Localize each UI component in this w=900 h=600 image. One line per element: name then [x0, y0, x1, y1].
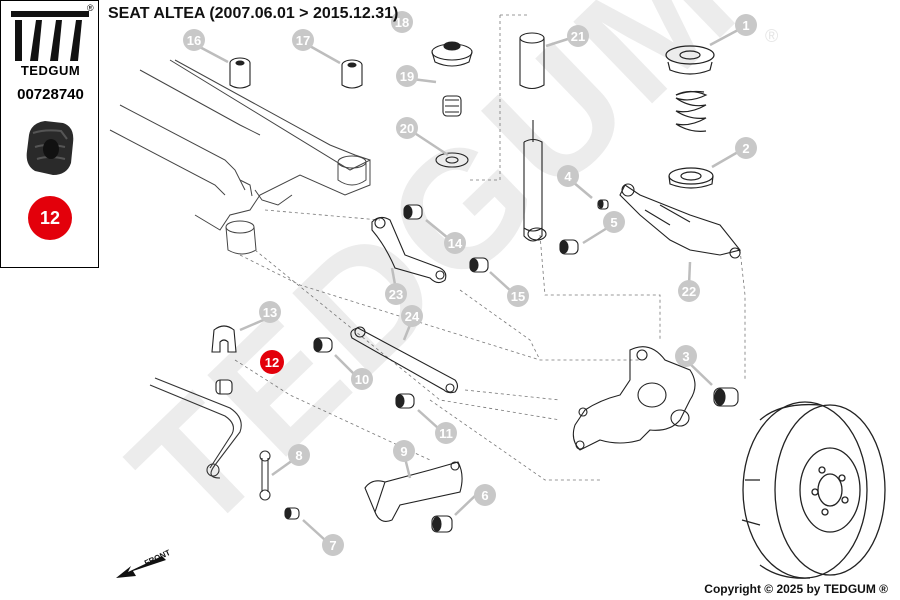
- wheel-carrier: [572, 346, 696, 451]
- brand-name: TEDGUM: [20, 63, 81, 78]
- bushing-10: [313, 337, 333, 353]
- callout-4: 4: [557, 165, 579, 187]
- bracket-13: [211, 325, 237, 353]
- svg-text:24: 24: [405, 309, 420, 324]
- wheel-brake-drum: [741, 401, 886, 579]
- bushing-5: [559, 239, 579, 255]
- svg-text:9: 9: [400, 444, 407, 459]
- page-title: SEAT ALTEA (2007.06.01 > 2015.12.31): [108, 5, 399, 22]
- callout-18: 18: [391, 11, 413, 33]
- callout-13: 13: [259, 301, 281, 323]
- svg-text:6: 6: [481, 488, 488, 503]
- lateral-link: [350, 326, 459, 394]
- bushing-6: [431, 515, 453, 533]
- svg-text:23: 23: [389, 287, 403, 302]
- svg-text:5: 5: [610, 215, 617, 230]
- axle-beam: [109, 59, 371, 255]
- svg-text:14: 14: [448, 236, 463, 251]
- watermark-text: TEDGUM: [96, 0, 773, 565]
- svg-text:4: 4: [564, 169, 572, 184]
- svg-text:10: 10: [355, 372, 369, 387]
- callout-12: 12: [260, 350, 284, 374]
- svg-text:21: 21: [571, 29, 585, 44]
- svg-text:8: 8: [295, 448, 302, 463]
- svg-text:7: 7: [329, 538, 336, 553]
- bushing-4: [597, 199, 609, 210]
- svg-text:19: 19: [400, 69, 414, 84]
- svg-text:1: 1: [742, 18, 749, 33]
- callout-5: 5: [603, 211, 625, 233]
- bushing-16: [229, 57, 251, 89]
- highlight-number-badge: 12: [28, 196, 72, 240]
- front-label: FRONT: [143, 548, 172, 568]
- svg-text:17: 17: [296, 33, 310, 48]
- callout-11: 11: [435, 422, 457, 444]
- svg-text:22: 22: [682, 284, 696, 299]
- callout-3: 3: [675, 345, 697, 367]
- stabilizer-bushing-photo: [26, 121, 74, 175]
- callout-9: 9: [393, 440, 415, 462]
- bushing-15: [469, 257, 489, 273]
- bushing-17: [341, 59, 363, 89]
- coil-spring: [665, 45, 715, 189]
- callout-14: 14: [444, 232, 466, 254]
- bushing-11: [395, 393, 415, 409]
- callout-1: 1: [735, 14, 757, 36]
- callouts: 1 2 3 4 5 6 7 8 9 10 11 12 13 14 15 16 1…: [183, 11, 757, 556]
- callout-20: 20: [396, 117, 418, 139]
- stabilizer-bar: [149, 377, 271, 501]
- callout-19: 19: [396, 65, 418, 87]
- svg-text:20: 20: [400, 121, 414, 136]
- svg-text:15: 15: [511, 289, 525, 304]
- bushing-7: [284, 507, 300, 520]
- bushings: [211, 57, 739, 533]
- tedgum-logo-icon: [11, 11, 89, 61]
- callout-21: 21: [567, 25, 589, 47]
- bushing-14: [403, 204, 423, 220]
- callout-24: 24: [401, 305, 423, 327]
- svg-text:18: 18: [395, 15, 409, 30]
- registered-mark: ®: [87, 3, 94, 13]
- callout-7: 7: [322, 534, 344, 556]
- front-arrow: FRONT: [116, 548, 172, 578]
- lower-control-arm: [364, 461, 463, 522]
- callout-15: 15: [507, 285, 529, 307]
- svg-text:13: 13: [263, 305, 277, 320]
- svg-text:11: 11: [439, 426, 453, 441]
- bushing-12: [215, 379, 233, 395]
- shock-absorber: [431, 32, 547, 242]
- svg-text:3: 3: [682, 349, 689, 364]
- callout-23: 23: [385, 283, 407, 305]
- svg-text:12: 12: [265, 355, 279, 370]
- part-info-panel: ® TEDGUM 00728740 12: [0, 0, 99, 268]
- trailing-link: [371, 216, 447, 284]
- callout-16: 16: [183, 29, 205, 51]
- upper-control-arm: [619, 183, 741, 259]
- callout-2: 2: [735, 137, 757, 159]
- watermark-reg-mark: ®: [765, 26, 779, 46]
- callout-8: 8: [288, 444, 310, 466]
- callout-17: 17: [292, 29, 314, 51]
- callout-22: 22: [678, 280, 700, 302]
- svg-text:2: 2: [742, 141, 749, 156]
- bushing-3: [713, 387, 739, 407]
- svg-text:16: 16: [187, 33, 201, 48]
- part-number: 00728740: [17, 86, 84, 103]
- callout-10: 10: [351, 368, 373, 390]
- copyright-notice: Copyright © 2025 by TEDGUM ®: [704, 582, 888, 596]
- callout-6: 6: [474, 484, 496, 506]
